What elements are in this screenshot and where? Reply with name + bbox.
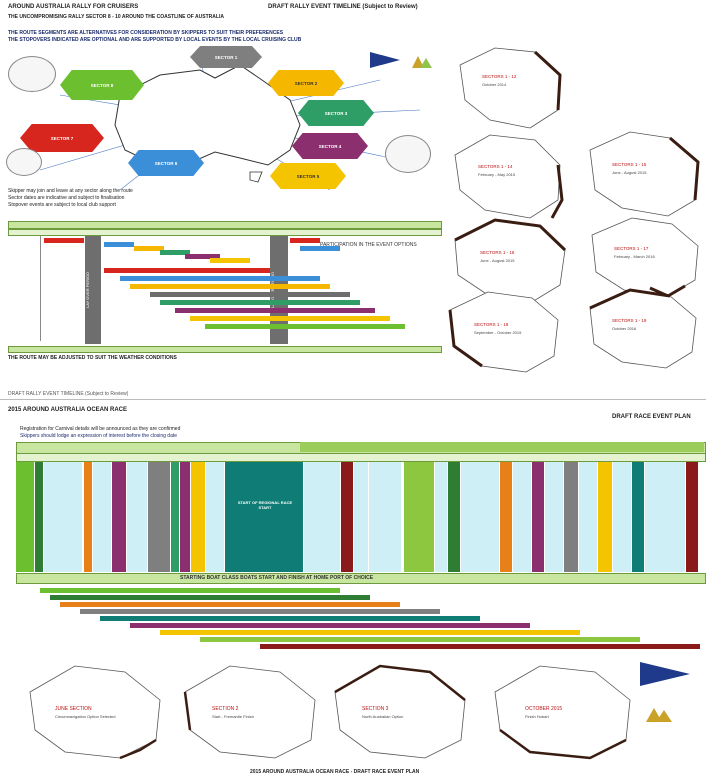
timeline-bar-10 xyxy=(120,276,320,281)
timeline-bar-1 xyxy=(44,238,84,243)
bottom-map-1: JUNE SECTION Circumnavigation Option Sel… xyxy=(29,665,161,760)
svg-text:North Australian Option: North Australian Option xyxy=(362,714,403,719)
top-title: AROUND AUSTRALIA RALLY FOR CRUISERS xyxy=(8,4,139,10)
sector-hex-8[interactable]: SECTOR 8 xyxy=(60,70,144,100)
mid-caption: DRAFT RALLY EVENT TIMELINE (Subject to R… xyxy=(8,391,129,397)
rally-logo-icon xyxy=(412,56,432,68)
timeline-bar-3 xyxy=(134,246,164,251)
sector-hex-7[interactable]: SECTOR 7 xyxy=(20,124,104,152)
svg-text:SECTION 2: SECTION 2 xyxy=(212,706,239,712)
svg-text:October 2016: October 2016 xyxy=(612,326,637,331)
timeline-bar-13 xyxy=(160,300,360,305)
svg-text:OCTOBER 2015: OCTOBER 2015 xyxy=(525,706,562,712)
layover-left-label: LAY OVER PERIOD xyxy=(85,271,90,309)
map-card-6: SECTORS 1 - 18 September - October 2015 xyxy=(448,291,559,373)
svg-text:Circumnavigation Option Select: Circumnavigation Option Selected xyxy=(55,714,115,719)
bottom-map-4: OCTOBER 2015 Finish Hobart xyxy=(494,665,631,760)
svg-text:SECTORS 1 - 15: SECTORS 1 - 15 xyxy=(612,162,647,167)
sector-hex-4[interactable]: SECTOR 4 xyxy=(292,133,368,159)
timeline-note: PARTICIPATION IN THE EVENT OPTIONS xyxy=(320,242,417,248)
note-1: Skipper may join and leave at any sector… xyxy=(8,188,133,194)
sector-hex-6[interactable]: SECTOR 6 xyxy=(128,150,204,176)
club-stamp-left-lower xyxy=(6,148,42,176)
note-2: Sector dates are indicative and subject … xyxy=(8,195,125,201)
bottom-header-band-dark xyxy=(300,442,704,452)
map-card-1: SECTORS 1 - 12 October 2014 xyxy=(459,47,562,129)
sector-hex-5[interactable]: SECTOR 5 xyxy=(270,163,346,189)
svg-text:Start - Fremantle Finish: Start - Fremantle Finish xyxy=(212,714,254,719)
club-stamp-right xyxy=(385,135,431,173)
bottom-title: 2015 AROUND AUSTRALIA OCEAN RACE xyxy=(8,407,128,413)
bottom-info-2: Skippers should lodge an expression of i… xyxy=(20,433,178,439)
map-card-5: SECTORS 1 - 17 February - March 2016 xyxy=(591,217,699,298)
pennant-flag-icon xyxy=(370,52,400,68)
top-line-3: THE STOPOVERS INDICATED ARE OPTIONAL AND… xyxy=(8,37,302,43)
svg-text:February - March 2016: February - March 2016 xyxy=(614,254,655,259)
svg-text:SECTION 3: SECTION 3 xyxy=(362,706,389,712)
svg-text:SECTORS 1 - 12: SECTORS 1 - 12 xyxy=(482,74,517,79)
timeline-bar-11 xyxy=(130,284,330,289)
top-subtitle: DRAFT RALLY EVENT TIMELINE (Subject to R… xyxy=(268,4,418,10)
svg-text:February - May 2015: February - May 2015 xyxy=(478,172,516,177)
timeline-bar-16 xyxy=(205,324,405,329)
pennant-flag-icon-bottom xyxy=(640,662,690,686)
timeline-bar-7 xyxy=(290,238,320,243)
timeline-bar-14 xyxy=(175,308,375,313)
sector-hex-1[interactable]: SECTOR 1 xyxy=(190,46,262,68)
timeline-bar-15 xyxy=(190,316,390,321)
sector-hex-3[interactable]: SECTOR 3 xyxy=(298,100,374,126)
rally-logo-icon-bottom xyxy=(646,708,672,722)
svg-text:SECTORS 1 - 18: SECTORS 1 - 18 xyxy=(474,322,509,327)
bottom-map-3: SECTION 3 North Australian Option xyxy=(334,664,466,759)
svg-text:SECTORS 1 - 16: SECTORS 1 - 16 xyxy=(480,250,515,255)
map-card-4: SECTORS 1 - 16 June - August 2015 xyxy=(454,218,567,303)
bottom-right-title: DRAFT RACE EVENT PLAN xyxy=(612,414,691,420)
svg-text:October 2014: October 2014 xyxy=(482,82,507,87)
svg-text:SECTORS 1 - 19: SECTORS 1 - 19 xyxy=(612,318,647,323)
timeline-bottom-band xyxy=(8,346,442,353)
map-card-2: SECTORS 1 - 14 February - May 2015 xyxy=(454,134,564,219)
top-line-2: THE ROUTE SEGMENTS ARE ALTERNATIVES FOR … xyxy=(8,30,284,36)
club-stamp-left xyxy=(8,56,56,92)
sector-hex-2[interactable]: SECTOR 2 xyxy=(268,70,344,96)
timeline-bar-12 xyxy=(150,292,350,297)
timeline-bar-6 xyxy=(210,258,250,263)
svg-text:SECTORS 1 - 14: SECTORS 1 - 14 xyxy=(478,164,513,169)
svg-text:JUNE SECTION: JUNE SECTION xyxy=(55,706,92,712)
svg-text:SECTORS 1 - 17: SECTORS 1 - 17 xyxy=(614,246,649,251)
bottom-subheader-band xyxy=(16,453,706,462)
bottom-map-cards: JUNE SECTION Circumnavigation Option Sel… xyxy=(29,662,690,760)
svg-text:June - August 2015: June - August 2015 xyxy=(612,170,647,175)
timeline-top-band-2 xyxy=(8,229,442,236)
timeline-footer-note: THE ROUTE MAY BE ADJUSTED TO SUIT THE WE… xyxy=(8,355,177,361)
map-card-7: SECTORS 1 - 19 October 2016 xyxy=(589,288,697,369)
svg-text:September - October 2015: September - October 2015 xyxy=(474,330,522,335)
timeline-bar-5 xyxy=(185,254,220,259)
right-map-cards: SECTORS 1 - 12 October 2014 SECTORS 1 - … xyxy=(448,47,700,373)
timeline-bar-4 xyxy=(160,250,190,255)
timeline-bar-8 xyxy=(300,246,340,251)
svg-text:Finish Hobart: Finish Hobart xyxy=(525,714,550,719)
bottom-map-2: SECTION 2 Start - Fremantle Finish xyxy=(183,665,316,759)
top-line-1: THE UNCOMPROMISING RALLY SECTOR 8 - 10 A… xyxy=(8,14,224,20)
bottom-info-1: Registration for Carnival details will b… xyxy=(20,426,181,432)
svg-text:June - August 2015: June - August 2015 xyxy=(480,258,515,263)
center-race-start-box: START OF REGIONAL RACE START xyxy=(237,500,293,510)
timeline-bar-2 xyxy=(104,242,134,247)
sector-diagram xyxy=(39,49,421,190)
layover-left-column xyxy=(85,236,101,344)
timeline-bar-9 xyxy=(104,268,270,273)
note-3: Stopover events are subject to local clu… xyxy=(8,202,116,208)
start-band-label: STARTING BOAT CLASS BOATS START AND FINI… xyxy=(180,575,374,581)
map-card-3: SECTORS 1 - 15 June - August 2015 xyxy=(589,131,700,217)
bottom-footer: 2015 AROUND AUSTRALIA OCEAN RACE - DRAFT… xyxy=(250,769,420,775)
timeline-top-band xyxy=(8,221,442,229)
